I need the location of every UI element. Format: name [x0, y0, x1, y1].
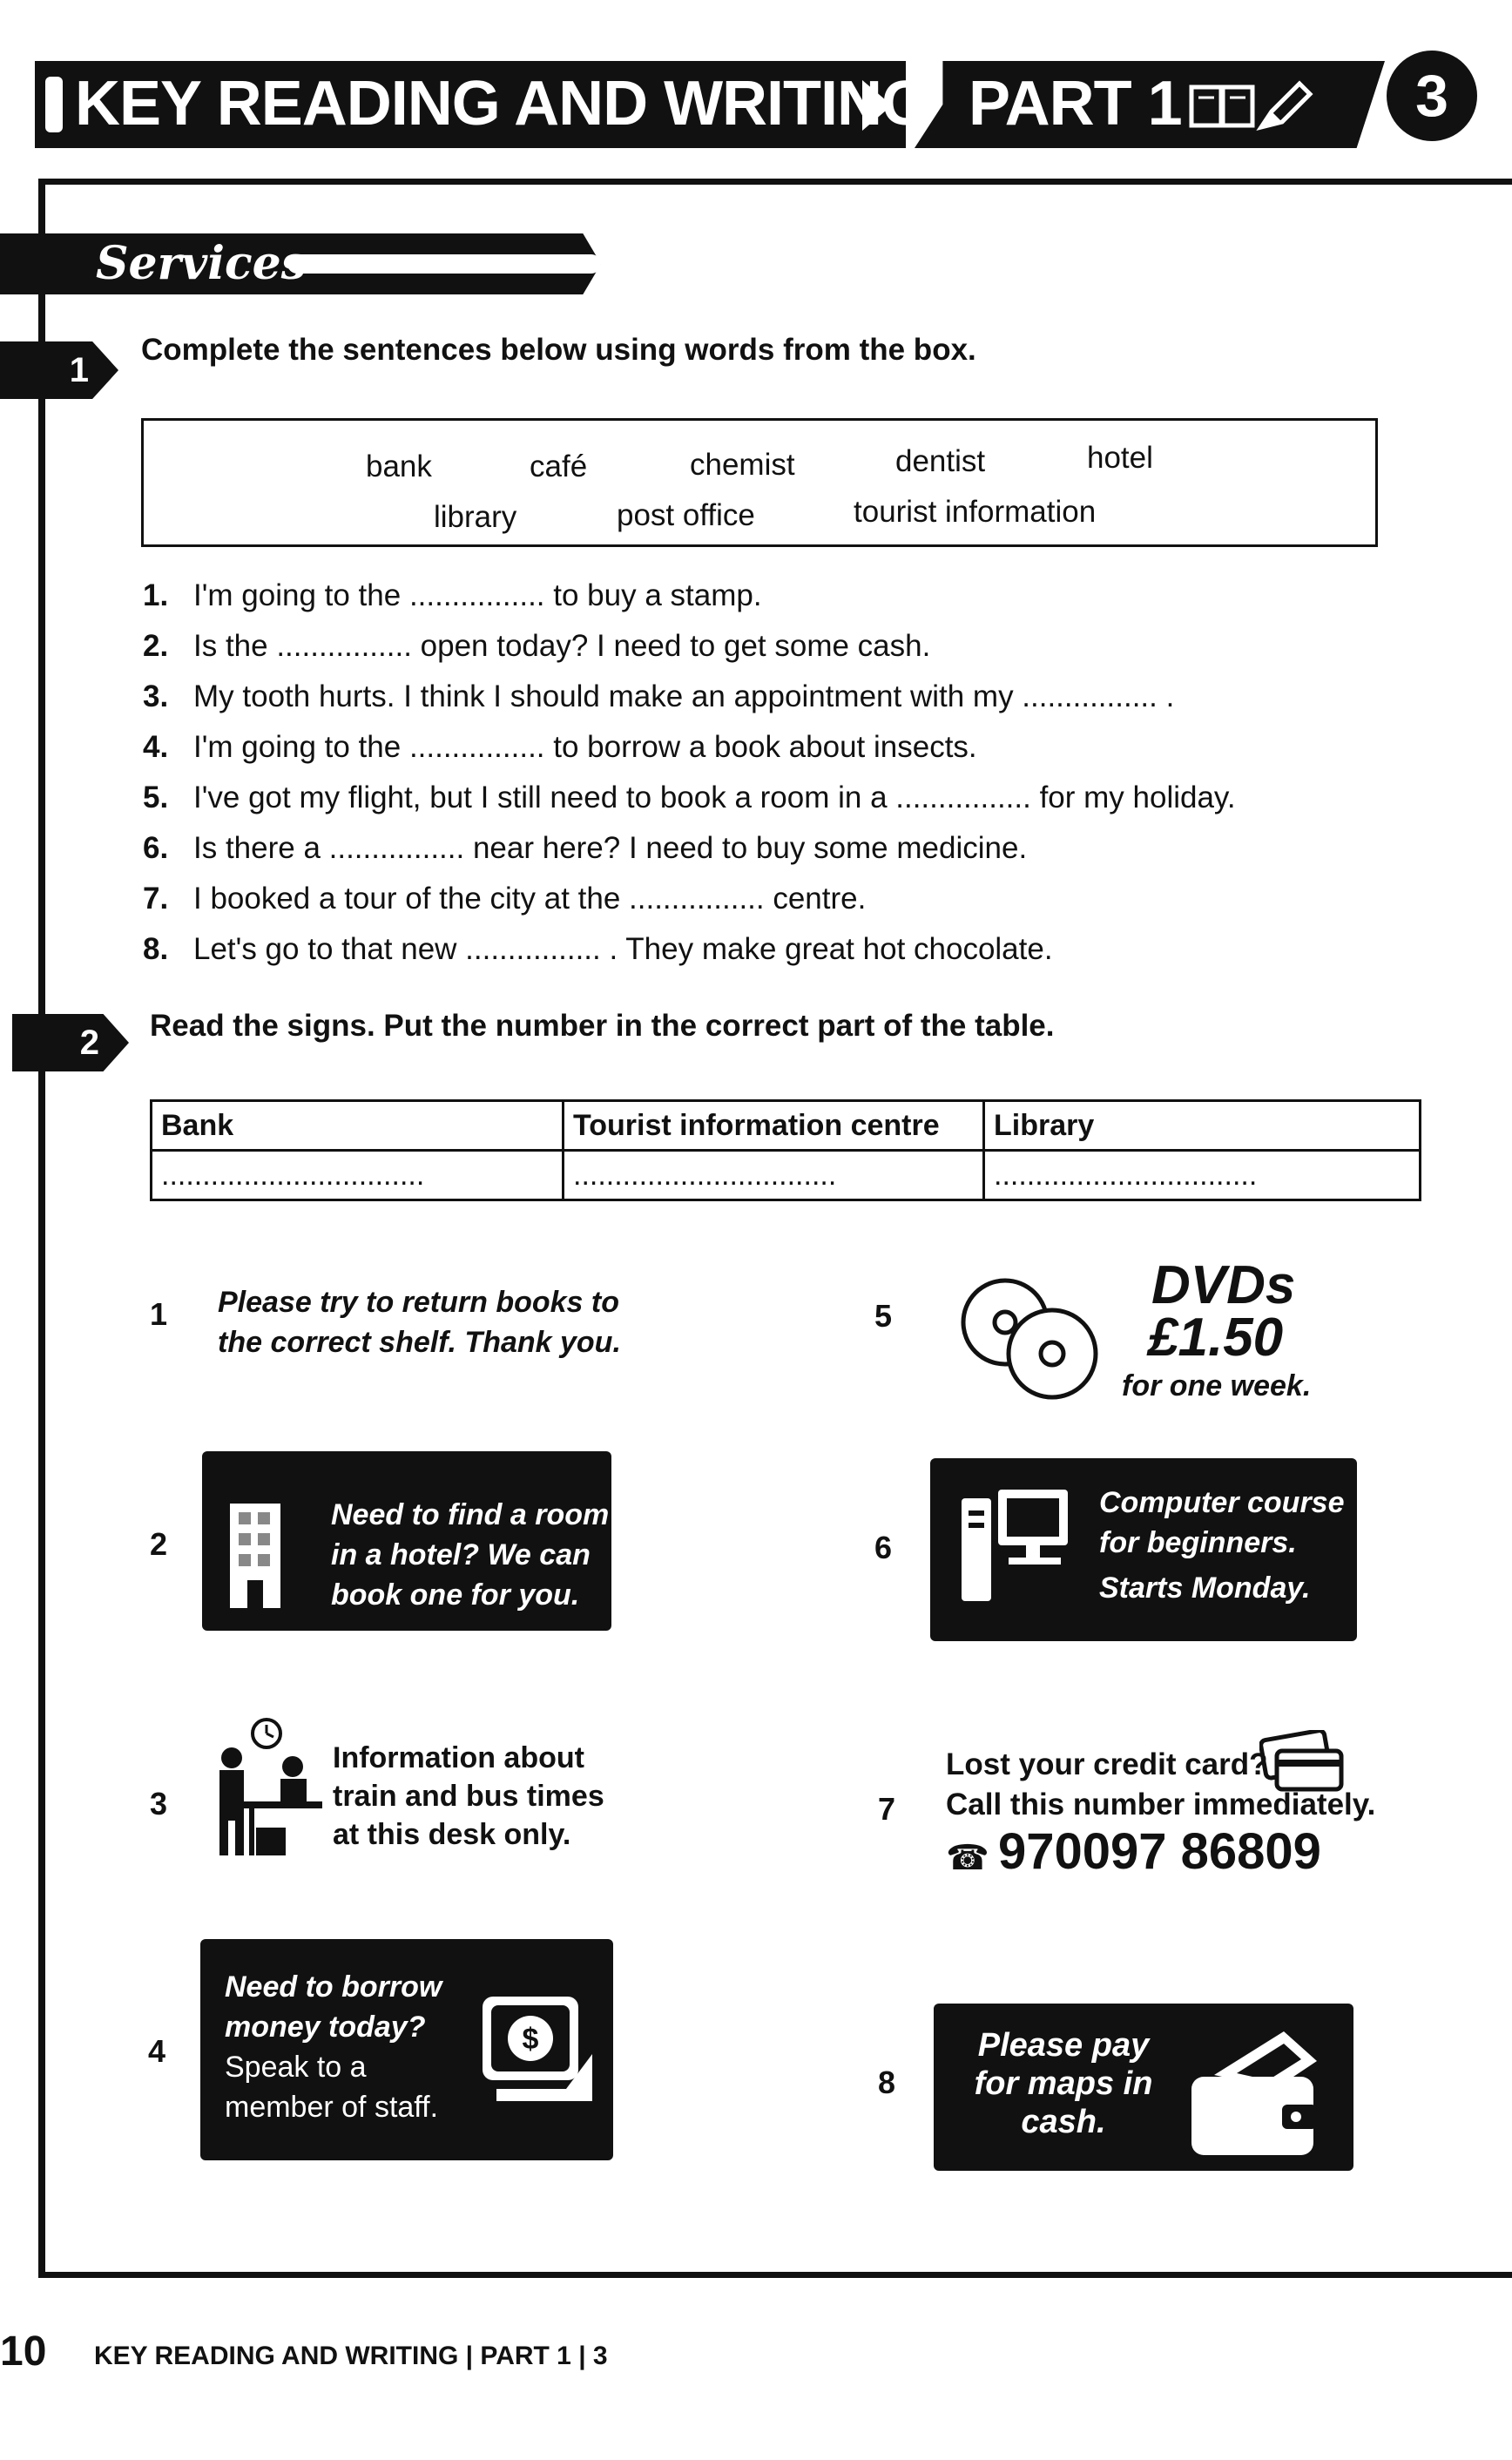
word-box — [141, 418, 1378, 547]
header-title: KEY READING AND WRITING — [75, 69, 930, 139]
sign-6 — [930, 1458, 1357, 1641]
sign-2-text: Need to find a room in a hotel? We can b… — [331, 1498, 610, 1612]
sign-7-line2: Call this number immediately. — [946, 1788, 1376, 1821]
header-bar-decoration — [45, 77, 63, 132]
word-library: library — [434, 500, 517, 534]
info-desk-icon — [219, 1718, 322, 1855]
table-header-row: Bank Tourist information centre Library — [150, 1099, 1421, 1152]
answer-blank-bank[interactable]: ................................ — [150, 1149, 564, 1201]
word-chemist: chemist — [690, 448, 795, 482]
unit-number-badge: 3 — [1387, 51, 1477, 141]
frame-top — [38, 179, 1512, 185]
section-title: Services — [96, 237, 307, 290]
sentence-1: 1.I'm going to the ................ to b… — [143, 578, 762, 612]
sign-5-subtitle: for one week. — [1122, 1369, 1312, 1402]
sign-number: 8 — [878, 2065, 896, 2100]
answer-blank-library[interactable]: ................................ — [982, 1149, 1421, 1201]
sentence-2: 2.Is the ................ open today? I … — [143, 629, 931, 663]
sign-5-price: £1.50 — [1148, 1308, 1284, 1368]
word-tourist-information: tourist information — [854, 495, 1097, 529]
sign-1: Please try to return books to the correc… — [218, 1286, 621, 1359]
sign-6-text: Computer course for beginners. Starts Mo… — [1099, 1486, 1345, 1605]
header-banner — [35, 61, 906, 148]
sign-number: 2 — [150, 1526, 168, 1562]
section-banner-decoration — [287, 254, 601, 274]
computer-icon — [962, 1490, 1068, 1601]
exercise-number-2: 2 — [12, 1014, 129, 1071]
answer-blank-tourist-info[interactable]: ................................ — [562, 1149, 985, 1201]
sentence-7: 7.I booked a tour of the city at the ...… — [143, 882, 867, 916]
frame-left — [38, 179, 45, 2278]
footer-text: KEY READING AND WRITING | PART 1 | 3 — [94, 2342, 608, 2370]
hotel-building-icon — [230, 1504, 280, 1608]
word-hotel: hotel — [1087, 441, 1153, 475]
sign-number: 3 — [150, 1786, 168, 1821]
sign-8-text: Please pay for maps in cash. — [974, 2027, 1153, 2140]
word-cafe: café — [530, 449, 588, 483]
sign-number: 1 — [150, 1296, 168, 1332]
sentence-4: 4.I'm going to the ................ to b… — [143, 730, 977, 764]
sign-number: 4 — [148, 2033, 166, 2069]
frame-bottom — [38, 2272, 1512, 2278]
sign-5-title: DVDs — [1151, 1255, 1296, 1315]
wallet-icon — [1191, 2031, 1317, 2155]
word-dentist: dentist — [895, 444, 986, 478]
sign-4-text: Need to borrow money today? Speak to a m… — [225, 1970, 442, 2124]
dvd-discs-icon — [961, 1278, 1098, 1400]
sign-number: 7 — [878, 1791, 896, 1827]
exercise-number-1: 1 — [0, 341, 118, 399]
answer-table: Bank Tourist information centre Library … — [150, 1099, 1421, 1201]
svg-text:$: $ — [523, 2023, 539, 2056]
exercise2-instruction: Read the signs. Put the number in the co… — [150, 1009, 1055, 1043]
sign-7-line1: Lost your credit card? — [946, 1747, 1268, 1781]
page-number: 10 — [0, 2328, 47, 2375]
sign-number: 5 — [874, 1298, 893, 1334]
sentence-5: 5.I've got my flight, but I still need t… — [143, 781, 1236, 814]
book-pencil-icon — [1189, 80, 1313, 131]
table-header: Tourist information centre — [562, 1099, 985, 1152]
table-header: Library — [982, 1099, 1421, 1152]
table-row: ................................ .......… — [150, 1149, 1421, 1201]
word-bank: bank — [366, 449, 432, 483]
money-icon: $ — [483, 1997, 592, 2101]
word-post-office: post office — [617, 498, 755, 532]
sentence-8: 8.Let's go to that new ................ … — [143, 932, 1053, 966]
exercise1-instruction: Complete the sentences below using words… — [141, 333, 976, 367]
sign-7-phone-number: 970097 86809 — [998, 1823, 1321, 1880]
sign-3: Information about train and bus times at… — [333, 1741, 604, 1851]
header-part-banner — [915, 61, 1385, 148]
table-header: Bank — [150, 1099, 564, 1152]
header-part: PART 1 — [969, 69, 1183, 139]
sentence-6: 6.Is there a ................ near here?… — [143, 831, 1028, 865]
phone-icon: ☎ — [946, 1839, 989, 1877]
credit-card-icon — [1259, 1730, 1344, 1792]
sign-number: 6 — [874, 1530, 893, 1565]
sentence-3: 3.My tooth hurts. I think I should make … — [143, 679, 1175, 713]
